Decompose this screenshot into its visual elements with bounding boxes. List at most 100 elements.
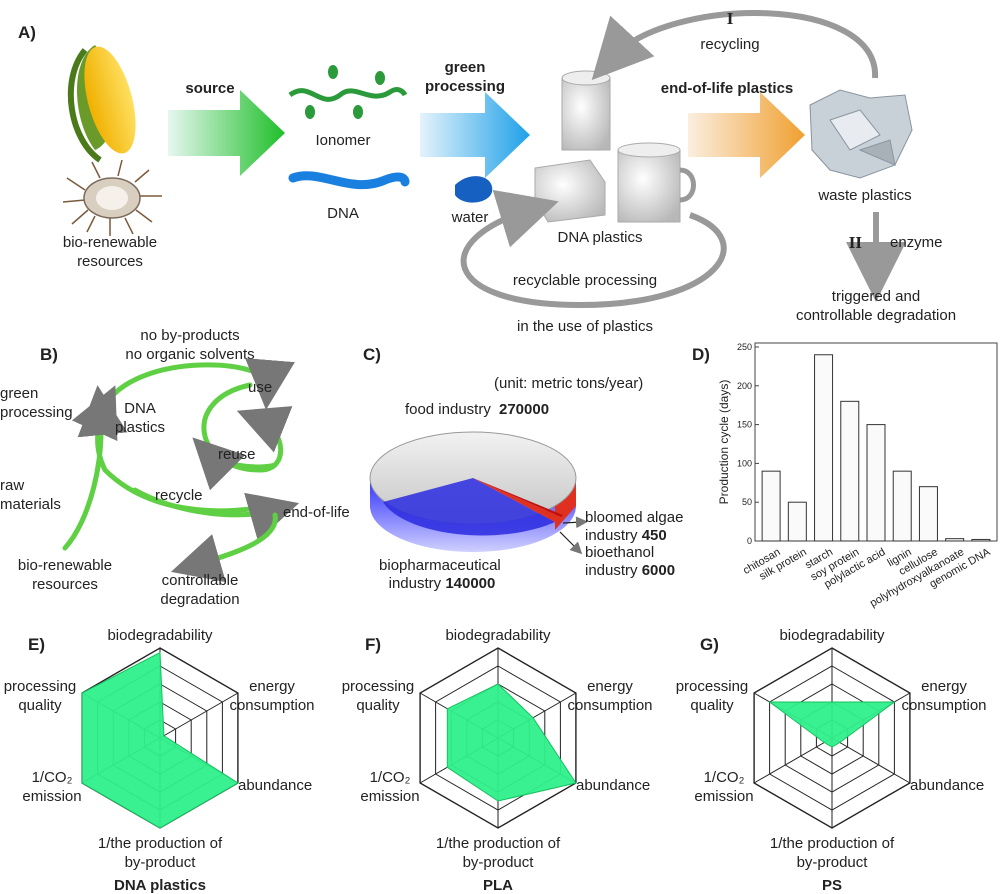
- dna-label: DNA: [327, 205, 359, 222]
- source-label: source: [185, 80, 234, 97]
- y-tick-label: 200: [737, 381, 752, 391]
- recycling-label: recycling: [700, 36, 759, 53]
- panel-c: C) (unit: metric tons/year) food industr…: [363, 345, 688, 592]
- y-tick-label: 100: [737, 458, 752, 468]
- panel-d-letter: D): [692, 345, 710, 364]
- water-drop-icon: [455, 176, 493, 203]
- radar-letter: F): [365, 635, 381, 654]
- food-value: 270000: [499, 401, 549, 418]
- radar-axis-label-right-bottom: abundance: [576, 777, 650, 794]
- recycling-numeral: I: [727, 9, 734, 28]
- end-of-life-b-label: end-of-life: [283, 504, 350, 521]
- y-tick-label: 150: [737, 420, 752, 430]
- use-label: use: [248, 379, 272, 396]
- bioethanol-slice: [473, 478, 561, 522]
- radar-axis-label-top: biodegradability: [779, 627, 885, 644]
- corn-icon: [67, 45, 136, 163]
- enzyme-label: enzyme: [890, 234, 943, 251]
- radar-spoke: [753, 737, 833, 784]
- panel-c-letter: C): [363, 345, 381, 364]
- radar-spoke: [159, 692, 239, 739]
- radar-title: DNA plastics: [114, 877, 206, 894]
- water-label: water: [451, 209, 489, 226]
- bioethanol-line2: industry 6000: [585, 562, 675, 579]
- reuse-label: reuse: [218, 446, 256, 463]
- food-label: food industry 270000: [405, 401, 549, 418]
- bar: [787, 501, 807, 542]
- bar: [840, 400, 860, 542]
- radar-area: [446, 683, 577, 802]
- dna-plastics-label: DNA plastics: [557, 229, 642, 246]
- radar-axis-label-right-bottom: abundance: [238, 777, 312, 794]
- panel-b-letter: B): [40, 345, 58, 364]
- y-tick-label: 0: [747, 536, 752, 546]
- raw-materials-arrow: [62, 385, 128, 551]
- bar: [945, 538, 965, 542]
- waste-plastics-label: waste plastics: [817, 187, 911, 204]
- unit-label: (unit: metric tons/year): [494, 375, 643, 392]
- ionomer-label: Ionomer: [315, 132, 370, 149]
- bioethanol-value: 6000: [642, 562, 675, 579]
- bar: [866, 424, 886, 542]
- degradation-arrow: [170, 512, 278, 583]
- radar-area: [81, 651, 239, 829]
- enzyme-numeral: II: [849, 233, 863, 252]
- y-tick-label: 250: [737, 342, 752, 352]
- recycle-label: recycle: [155, 487, 203, 504]
- bloomed-line2: industry 450: [585, 527, 667, 544]
- radar-area: [768, 701, 896, 748]
- bar: [971, 538, 991, 542]
- biopharma-label: biopharmaceutical industry 140000: [379, 557, 505, 592]
- bloomed-label: bloomed algae industry 450: [585, 509, 688, 544]
- radar-axis-label-top: biodegradability: [107, 627, 213, 644]
- radar-title: PLA: [483, 877, 513, 894]
- radar-axis-label-top: biodegradability: [445, 627, 551, 644]
- y-axis-label: Production cycle (days): [717, 380, 731, 505]
- biopharma-value: 140000: [445, 575, 495, 592]
- bioethanol-line1: bioethanol: [585, 544, 654, 561]
- biopharma-line2: industry 140000: [389, 575, 496, 592]
- bioethanol-label: bioethanol industry 6000: [585, 544, 675, 579]
- radar-axis-label-right-bottom: abundance: [910, 777, 984, 794]
- dna-icon: [288, 171, 410, 190]
- waste-plastics-icon: [809, 89, 913, 179]
- food-name: food industry: [405, 401, 491, 418]
- biopharma-line1: biopharmaceutical: [379, 557, 501, 574]
- radar-letter: G): [700, 635, 719, 654]
- bloomed-value: 450: [642, 527, 667, 544]
- source-arrow: [168, 90, 285, 176]
- in-use-label: in the use of plastics: [517, 318, 653, 335]
- microbe-icon: [62, 159, 162, 236]
- dna-plastics-icon: [534, 70, 696, 223]
- ionomer-icon: [288, 65, 408, 119]
- bar: [814, 354, 834, 542]
- y-tick-label: 50: [742, 497, 752, 507]
- panel-a-letter: A): [18, 23, 36, 42]
